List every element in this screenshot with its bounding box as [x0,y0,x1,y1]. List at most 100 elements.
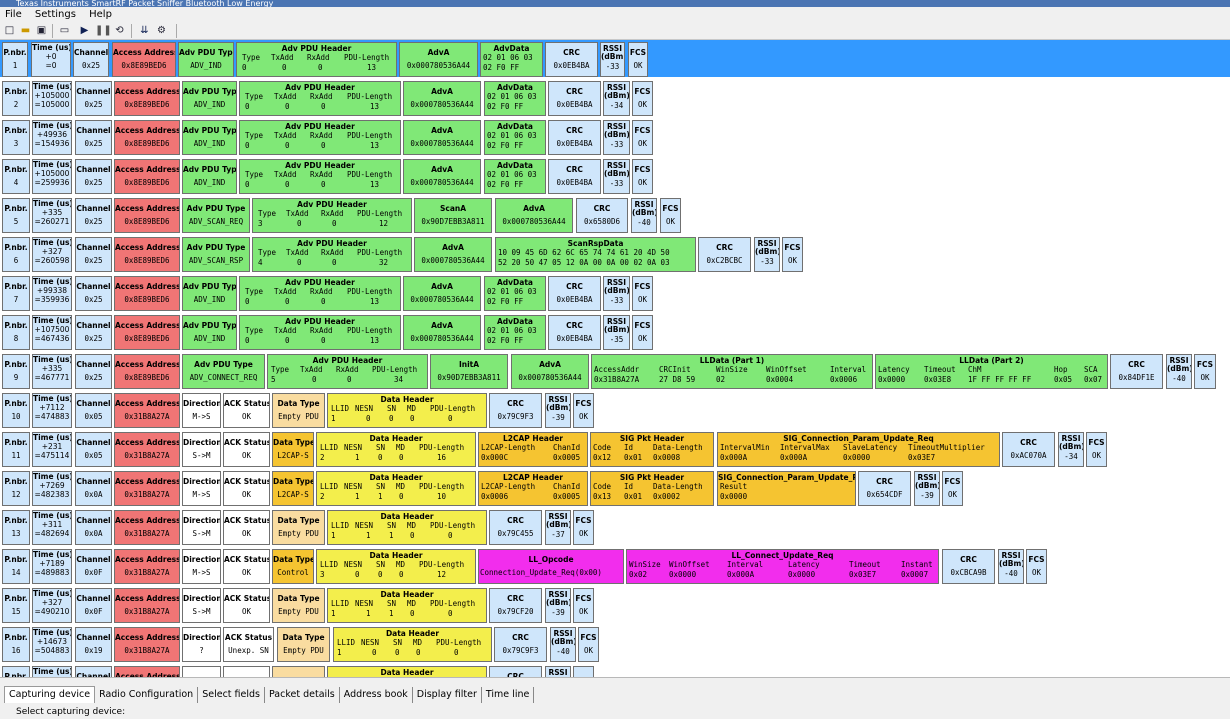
field-header: FCS [784,243,801,252]
field-header: L2CAP Header [503,434,563,443]
field-header: Adv PDU Header [297,239,367,248]
sub-value: 10 [437,492,447,501]
packet-field: RSSI (dBm)-40 [1166,354,1192,389]
field-header: Channel [76,555,111,564]
packet-field: RSSI (dBm)-34 [603,81,630,116]
menu-file[interactable]: File [5,9,22,20]
clear-icon[interactable]: ▭ [59,25,70,36]
field-header: FCS [1028,555,1045,564]
sub-value: 0 [321,297,326,306]
field-header: Direction [183,399,221,408]
tab-address-book[interactable]: Address book [340,687,413,703]
field-header: P.nbr. [4,672,28,677]
open-icon[interactable]: ▬ [20,25,31,36]
save-icon[interactable]: ▣ [36,25,47,36]
field-header: P.nbr. [4,438,28,447]
field-value: 7 [13,295,19,304]
sub-value: 12 [379,219,389,228]
field-header: Adv PDU Type [194,360,253,369]
sub-value: 0x0007 [901,570,929,579]
tab-select-fields[interactable]: Select fields [198,687,265,703]
field-value: L2CAP-S [277,490,309,499]
field-header: SIG_Connection_Param_Update_Rsp [718,473,856,482]
field-value: 0x25 [84,100,103,109]
settings-icon[interactable]: ⚙ [157,25,166,36]
autoscroll-icon[interactable]: ⇊ [140,25,149,36]
field-header: AdvData [497,161,533,170]
menu-help[interactable]: Help [89,9,112,20]
field-header: Adv PDU Type [183,87,237,96]
sub-value: 2 [320,492,325,501]
reset-icon[interactable]: ⟲ [115,25,124,36]
field-header: CRC [876,477,893,486]
field-header: CRC [1020,438,1037,447]
new-icon[interactable]: □ [4,25,15,36]
sub-value: 02 [716,375,726,384]
tab-display-filter[interactable]: Display filter [413,687,482,703]
field-header: RSSI (dBm) [604,317,630,334]
time-header: Time (us) [33,550,72,559]
packet-field: RSSI (dBm)-35 [603,315,630,350]
field-value: 0x0A [84,529,103,538]
sub-label: TimeoutMultiplier [908,443,985,452]
start-icon[interactable]: ▶ [80,25,89,36]
sub-label: Latency [878,365,910,374]
pause-icon[interactable]: ❚❚ [95,25,112,36]
time-delta: +105000 [34,91,70,100]
field-header: P.nbr. [4,87,28,96]
field-header: FCS [634,165,651,174]
tab-capturing-device[interactable]: Capturing device [4,686,96,703]
tab-radio-configuration[interactable]: Radio Configuration [95,687,199,703]
field-value: 0x0A [84,490,103,499]
field-data-line: 10 09 45 6D 62 6C 65 74 74 61 20 4D 50 [498,248,670,257]
packet-field: RSSI (dBm)-39 [545,393,571,428]
field-value: 0xC2BCBC [706,256,743,265]
packet-field: P.nbr.9 [2,354,30,389]
field-header: ScanRspData [567,239,624,248]
field-value: 3 [13,139,19,148]
sub-label: Type [245,131,264,140]
field-data-line: 52 20 50 47 05 12 0A 00 0A 00 02 0A 03 [498,258,670,267]
menu-settings[interactable]: Settings [34,9,76,20]
field-header: CRC [507,399,524,408]
field-value: 0x31B8A27A [124,451,170,460]
time-absolute: =359936 [34,295,70,304]
field-header: Data Header [369,551,423,560]
sub-label: MD [407,521,417,530]
sub-label: TxAdd [300,365,323,374]
tab-time-line[interactable]: Time line [482,687,535,703]
field-header: AdvA [523,204,545,213]
sub-value: 0 [245,180,250,189]
tab-packet-details[interactable]: Packet details [265,687,340,703]
field-header: Channel [76,438,111,447]
field-header: Adv PDU Type [183,282,237,291]
field-value: 5 [13,217,19,226]
sub-value: 0x0000 [669,570,697,579]
